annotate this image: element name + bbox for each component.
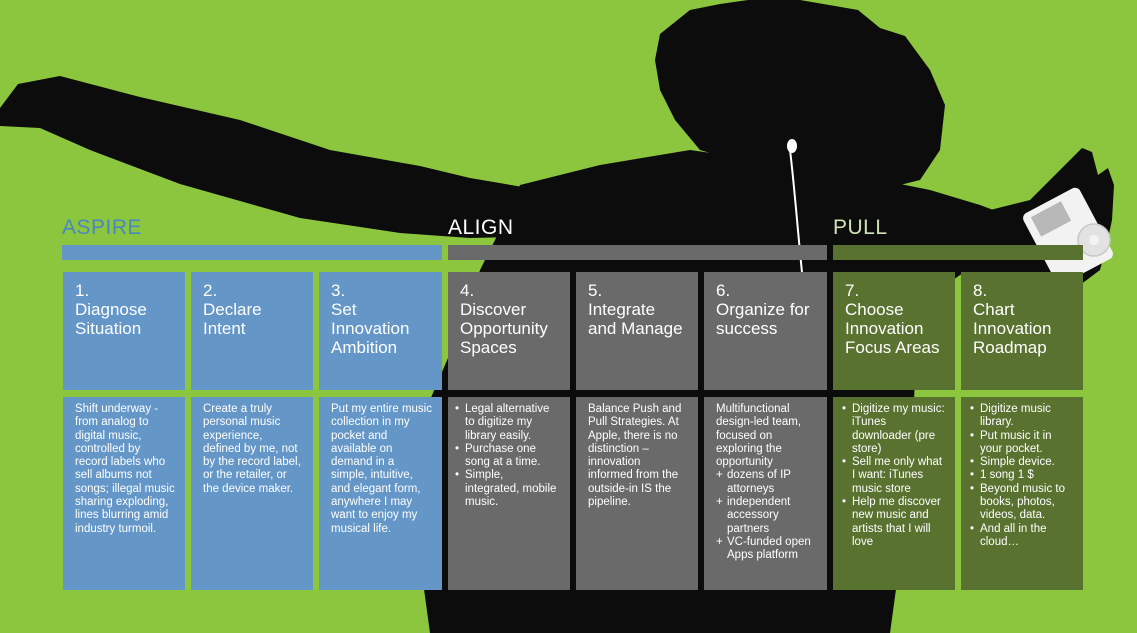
detail-card-1: Shift underway - from analog to digital … [63, 397, 185, 590]
detail-text: Balance Push and Pull Strategies. At App… [588, 403, 682, 509]
list-item: •Legal alternative to digitize my librar… [455, 403, 550, 442]
step-title: Set Innovation Ambition [331, 300, 410, 357]
detail-card-8: •Digitize music library. •Put music it i… [961, 397, 1083, 590]
step-card-2: 2. Declare Intent [191, 272, 313, 390]
phase-title-aspire: ASPIRE [62, 216, 143, 239]
step-title: Diagnose Situation [75, 300, 147, 338]
step-number: 1. [75, 281, 90, 300]
detail-card-7: •Digitize my music: iTunes downloader (p… [833, 397, 955, 590]
step-title: Integrate and Manage [588, 300, 683, 338]
step-card-4: 4. Discover Opportunity Spaces [448, 272, 570, 390]
music-player-icon [1023, 187, 1113, 285]
detail-card-5: Balance Push and Pull Strategies. At App… [576, 397, 698, 590]
step-number: 2. [203, 281, 218, 300]
list-item: •1 song 1 $ [970, 469, 1034, 482]
detail-text: Multifunctional design-led team, focused… [716, 403, 802, 469]
list-item: •Put music it in your pocket. [970, 429, 1052, 455]
detail-text: Create a truly personal music experience… [203, 403, 301, 495]
list-item: •Simple device. [970, 456, 1055, 469]
earbud-icon [787, 139, 797, 153]
step-number: 6. [716, 281, 731, 300]
list-item: •Sell me only what I want: iTunes music … [842, 456, 943, 495]
silhouette-head [720, 80, 840, 180]
bullet-list: •Digitize music library. •Put music it i… [970, 403, 1073, 549]
step-number: 7. [845, 281, 860, 300]
list-item: •Help me discover new music and artists … [842, 496, 941, 548]
detail-card-4: •Legal alternative to digitize my librar… [448, 397, 570, 590]
list-item: +dozens of IP attorneys [716, 469, 791, 495]
detail-text: Shift underway - from analog to digital … [75, 403, 175, 535]
list-item: +independent accessory partners [716, 496, 791, 535]
plus-list: +dozens of IP attorneys +independent acc… [716, 469, 817, 562]
step-title: Choose Innovation Focus Areas [845, 300, 940, 357]
phase-title-pull: PULL [833, 216, 888, 239]
step-card-7: 7. Choose Innovation Focus Areas [833, 272, 955, 390]
step-card-3: 3. Set Innovation Ambition [319, 272, 442, 390]
list-item: •Simple, integrated, mobile music. [455, 469, 557, 509]
step-title: Organize for success [716, 300, 810, 338]
step-number: 4. [460, 281, 475, 300]
step-title: Declare Intent [203, 300, 262, 338]
list-item: •Beyond music to books, photos, videos, … [970, 482, 1066, 522]
list-item: •And all in the cloud… [970, 522, 1047, 548]
list-item: +VC-funded open Apps platform [716, 535, 811, 562]
bullet-list: •Legal alternative to digitize my librar… [455, 403, 560, 509]
step-number: 8. [973, 281, 988, 300]
list-item: •Purchase one song at a time. [455, 442, 541, 469]
step-card-5: 5. Integrate and Manage [576, 272, 698, 390]
step-card-6: 6. Organize for success [704, 272, 827, 390]
phase-bar-pull [833, 245, 1083, 260]
phase-bar-align [448, 245, 827, 260]
phase-bar-aspire [62, 245, 442, 260]
silhouette-left-arm [0, 76, 560, 238]
step-title: Discover Opportunity Spaces [460, 300, 548, 357]
detail-card-6: Multifunctional design-led team, focused… [704, 397, 827, 590]
detail-card-2: Create a truly personal music experience… [191, 397, 313, 590]
step-number: 5. [588, 281, 603, 300]
step-card-1: 1. Diagnose Situation [63, 272, 185, 390]
detail-card-3: Put my entire music collection in my poc… [319, 397, 442, 590]
detail-text: Put my entire music collection in my poc… [331, 403, 432, 535]
list-item: •Digitize music library. [970, 403, 1051, 429]
step-title: Chart Innovation Roadmap [973, 300, 1052, 357]
step-number: 3. [331, 281, 346, 300]
phase-title-align: ALIGN [448, 216, 514, 239]
list-item: •Digitize my music: iTunes downloader (p… [842, 403, 945, 455]
bullet-list: •Digitize my music: iTunes downloader (p… [842, 403, 945, 549]
step-card-8: 8. Chart Innovation Roadmap [961, 272, 1083, 390]
